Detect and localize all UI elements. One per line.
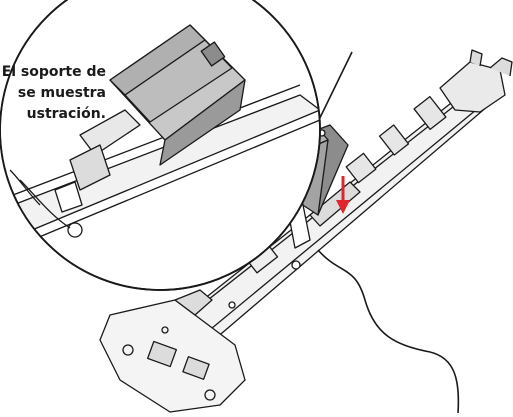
leader-line-top: [314, 51, 353, 129]
rail-assembly: [174, 49, 513, 346]
base-plate: [99, 289, 246, 413]
zoom-detail: [0, 0, 321, 291]
callout-line-3: ustración.: [26, 106, 106, 122]
callout-caption: El soporte de se muestra ustración.: [0, 62, 106, 125]
callout-line-1: El soporte de: [1, 64, 106, 80]
down-arrow-icon: [336, 176, 350, 214]
cable: [317, 249, 460, 414]
callout-line-2: se muestra: [17, 85, 106, 101]
